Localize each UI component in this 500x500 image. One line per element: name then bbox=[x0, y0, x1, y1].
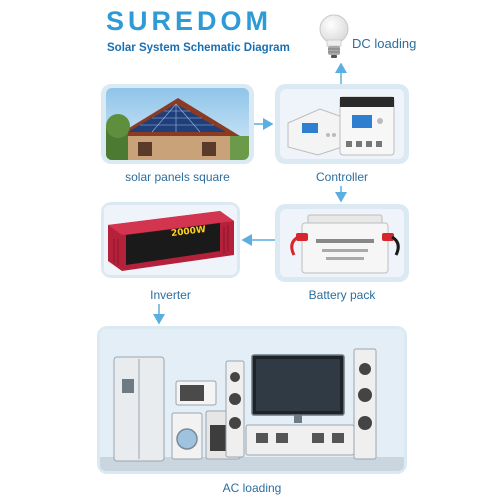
brand-title: SUREDOM bbox=[106, 6, 273, 36]
ac-loading-label: AC loading bbox=[222, 481, 282, 495]
diagram-subtitle: Solar System Schematic Diagram bbox=[107, 42, 290, 54]
battery-pack-label: Battery pack bbox=[308, 288, 376, 302]
dc-loading-label: DC loading bbox=[352, 36, 417, 51]
light-bulb-icon bbox=[319, 14, 349, 58]
solar-panels-label: solar panels square bbox=[125, 170, 230, 184]
inverter-label: Inverter bbox=[150, 288, 191, 302]
ac-loading-image bbox=[100, 329, 404, 471]
solar-panels-image bbox=[106, 88, 249, 160]
controller-image bbox=[280, 89, 404, 159]
controller-label: Controller bbox=[315, 170, 369, 184]
inverter-image bbox=[104, 205, 237, 275]
battery-image bbox=[280, 209, 404, 277]
